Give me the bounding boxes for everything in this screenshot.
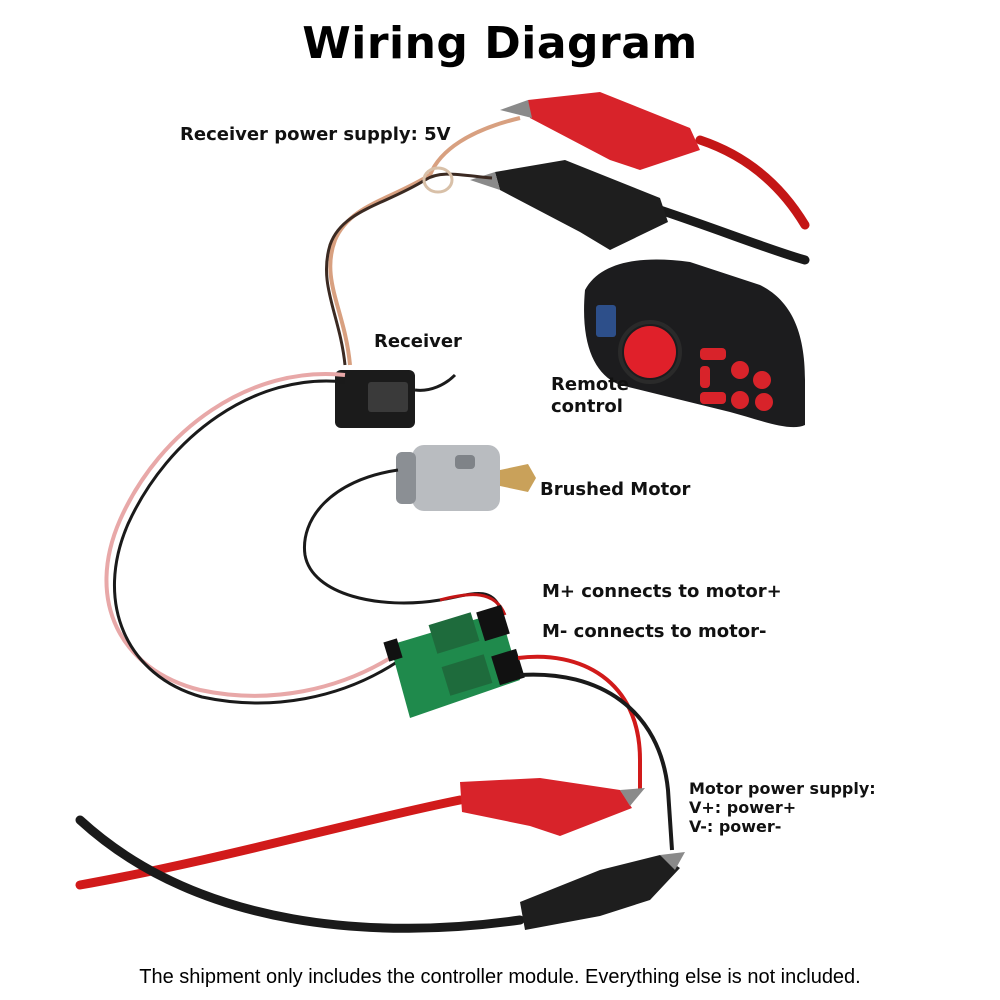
top-red-clip-body [528, 92, 700, 170]
top-red-clip-jaw [500, 100, 532, 118]
brushed-motor-device [396, 445, 536, 511]
bottom-red-clip-jaw [620, 788, 645, 806]
motor-can [412, 445, 500, 511]
receiver-power-label: Receiver power supply: 5V [180, 124, 451, 145]
page-title: Wiring Diagram [302, 18, 698, 69]
controller-power-wire-black [519, 672, 674, 851]
remote-button-2 [700, 366, 710, 388]
remote-screen [596, 305, 616, 337]
receiver-to-controller-cable-red [104, 372, 397, 698]
remote-button-7 [755, 393, 773, 411]
remote-button-4 [731, 361, 749, 379]
top-black-clip-body [495, 160, 668, 250]
remote-body [584, 259, 805, 428]
motor-vent [455, 455, 475, 469]
top-red-clip [500, 92, 810, 230]
terminal-block-power [491, 648, 525, 686]
terminal-block-motor [476, 604, 510, 642]
bottom-black-clip-wire [75, 815, 525, 933]
bottom-black-clip [75, 815, 685, 933]
top-black-clip [470, 160, 810, 265]
remote-control-label-line2: control [551, 395, 623, 417]
remote-button-5 [753, 371, 771, 389]
receiver-power-wire-red [328, 116, 521, 366]
top-black-clip-wire [655, 205, 810, 265]
receiver-antenna [414, 373, 457, 392]
remote-control-label-line1: Remote [551, 374, 630, 395]
motor-power-label-line3: V-: power- [689, 817, 782, 837]
wire-loop [422, 166, 454, 194]
m-plus-label: M+ connects to motor+ [542, 581, 782, 602]
m-minus-label: M- connects to motor- [542, 621, 767, 642]
controller-module [383, 604, 525, 718]
motor-shaft-gear [500, 464, 536, 492]
brushed-motor-label: Brushed Motor [540, 479, 691, 500]
motor-power-label-line2: V+: power+ [689, 798, 797, 818]
motor-power-label: Motor power supply: V+: power+ V-: power… [689, 779, 876, 837]
top-black-clip-jaw [470, 172, 500, 190]
motor-power-label-line1: Motor power supply: [689, 779, 876, 798]
remote-knob [624, 326, 676, 378]
top-red-clip-wire [695, 135, 810, 230]
controller-power-wire-red [517, 654, 642, 790]
motor-endcap [396, 452, 416, 504]
servo-connector [383, 638, 403, 662]
bottom-black-clip-body [520, 855, 680, 930]
receiver-sticker [368, 382, 408, 412]
bottom-red-clip-wire [75, 795, 465, 890]
bottom-black-clip-jaw [660, 852, 685, 870]
remote-control-label: Remote control [551, 374, 629, 417]
remote-knob-ring [618, 320, 682, 384]
remote-button-3 [700, 392, 726, 404]
receiver-label: Receiver [374, 331, 462, 352]
relay-1 [428, 612, 480, 654]
bottom-red-clip [75, 778, 645, 890]
shipment-notice: The shipment only includes the controlle… [139, 966, 861, 988]
receiver-module [335, 370, 457, 428]
remote-control-device [584, 259, 805, 428]
remote-button-6 [731, 391, 749, 409]
relay-2 [441, 654, 493, 696]
bottom-red-clip-body [460, 778, 632, 836]
receiver-to-controller-cable-black [113, 379, 398, 705]
receiver-power-wire-dark [325, 172, 493, 366]
remote-button-1 [700, 348, 726, 360]
